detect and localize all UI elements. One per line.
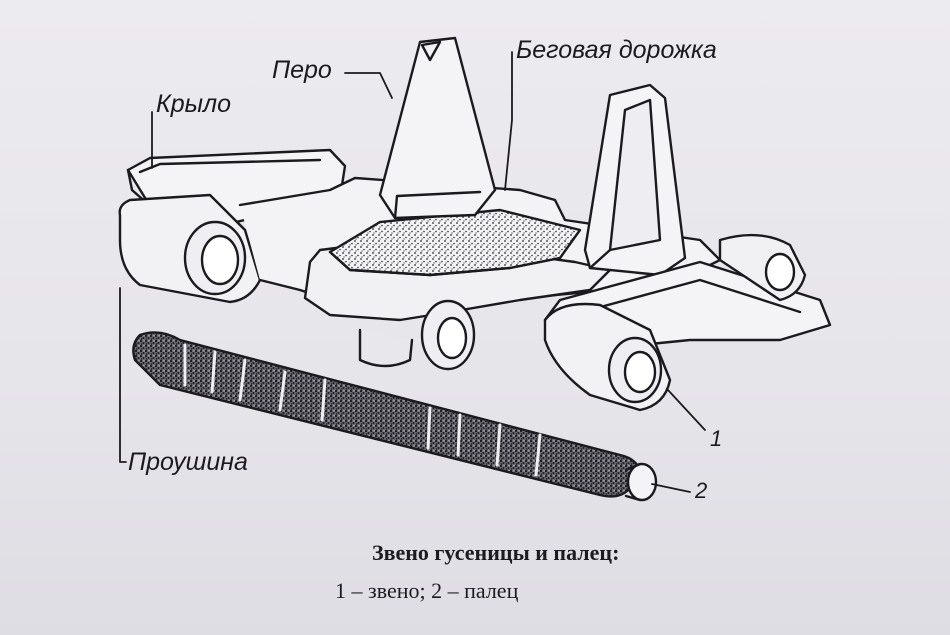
label-number-2: 2 xyxy=(695,478,708,503)
front-horn xyxy=(378,36,497,220)
left-eye xyxy=(118,193,262,304)
label-proushina: Проушина xyxy=(128,448,248,476)
caption-title: Звено гусеницы и палец: xyxy=(372,540,620,565)
leader-lines xyxy=(119,51,706,493)
label-krylo: Крыло xyxy=(156,90,232,118)
rear-horn xyxy=(583,83,687,277)
label-begovaya-dorozhka: Беговая дорожка xyxy=(516,36,717,64)
track-pin xyxy=(132,331,658,502)
track-surface xyxy=(328,208,582,277)
right-eye xyxy=(543,302,672,412)
label-number-1: 1 xyxy=(710,426,723,451)
caption-legend: 1 – звено; 2 – палец xyxy=(335,578,519,603)
label-pero: Перо xyxy=(272,56,332,84)
